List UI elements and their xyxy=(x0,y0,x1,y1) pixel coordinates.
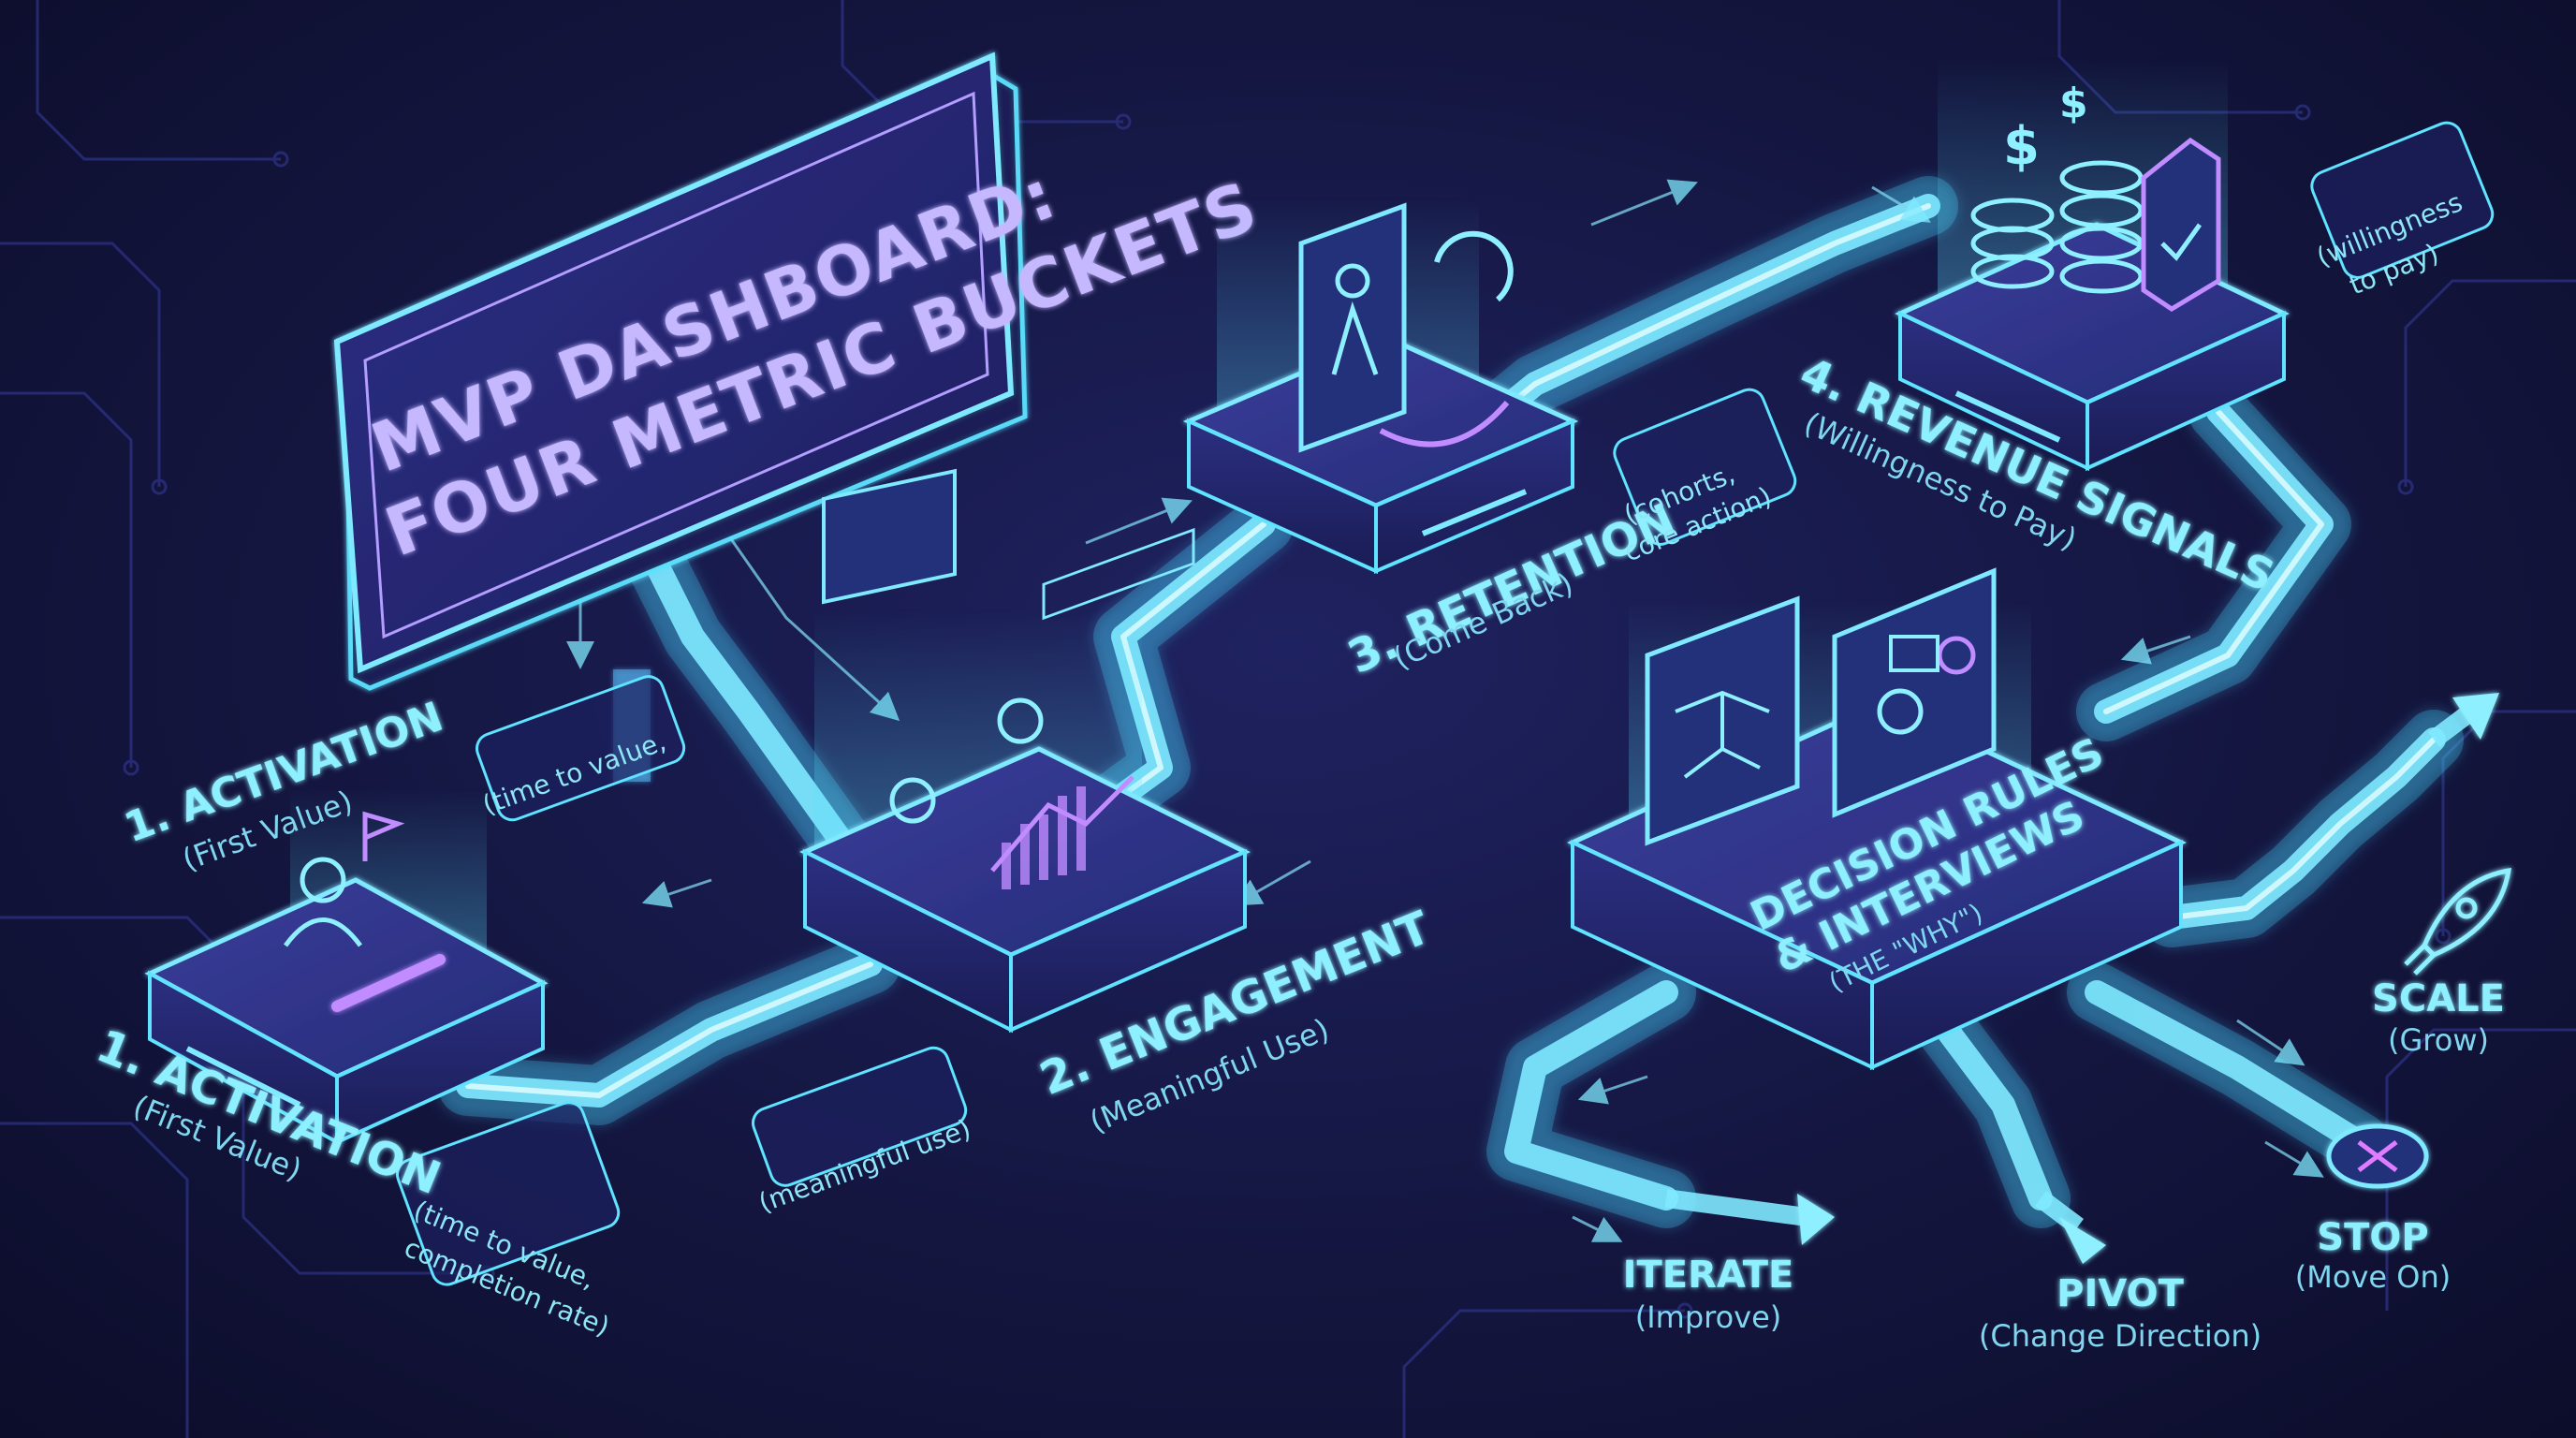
x-mark-icon xyxy=(2357,1140,2398,1172)
rocket-icon xyxy=(2404,867,2512,976)
retention-platform xyxy=(1182,197,1579,575)
revenue-platform: $ $ xyxy=(1895,56,2290,472)
engagement-platform xyxy=(799,468,1251,1034)
user-icon xyxy=(300,857,346,903)
activation-platform xyxy=(144,786,549,1146)
outcome-arrows xyxy=(1664,704,2477,1234)
note-bubbles xyxy=(396,121,2495,1286)
stop-node xyxy=(2326,1123,2429,1189)
interview-screen-icon xyxy=(1832,567,1997,818)
decision-hub-platform xyxy=(1567,567,2187,1071)
cycle-arrows-icon xyxy=(1434,230,1514,302)
flag-icon xyxy=(362,811,405,861)
iterate-label: ITERATE xyxy=(1623,1254,1794,1297)
scale-sub: (Grow) xyxy=(2388,1022,2489,1058)
flow-pipes xyxy=(438,176,2464,1228)
dashboard-screen-icon xyxy=(822,468,957,605)
scale-label: SCALE xyxy=(2372,977,2505,1020)
pivot-label: PIVOT xyxy=(2056,1272,2184,1315)
outcome-arrowheads xyxy=(1797,693,2499,1264)
dollar-sign-icon: $ xyxy=(2003,116,2040,177)
door-icon xyxy=(1298,202,1407,453)
user-group-icon xyxy=(889,777,936,824)
pivot-sub: (Change Direction) xyxy=(1979,1318,2261,1354)
dollar-sign-icon-2: $ xyxy=(2059,80,2088,127)
stop-label: STOP xyxy=(2317,1216,2428,1259)
stop-sub: (Move On) xyxy=(2295,1259,2451,1295)
iterate-sub: (Improve) xyxy=(1635,1299,1782,1335)
coin-stack-icon xyxy=(1970,160,2144,294)
price-tag-icon xyxy=(2141,137,2221,312)
